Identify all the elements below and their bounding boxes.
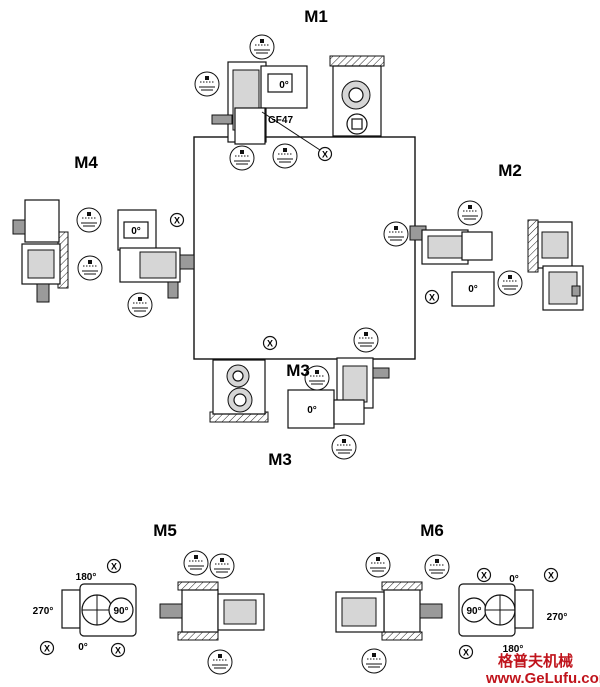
- m6-oil-level-gauge: [365, 552, 391, 578]
- m4-terminal-angle: 0°: [131, 226, 141, 237]
- m6-angle-bottom: 180°: [503, 644, 524, 655]
- m6-angle-right: 270°: [547, 612, 568, 623]
- m1-drain-gauge: [229, 145, 255, 171]
- m2-level-gauge: [497, 270, 523, 296]
- m5-x-left: [39, 640, 55, 656]
- m1-terminal-x: [317, 146, 333, 162]
- m3-terminal-x: [262, 335, 278, 351]
- m3-gear-unit-side: [209, 359, 269, 423]
- m5-angle-right: 90°: [113, 606, 128, 617]
- m3-gearmotor: [287, 357, 390, 429]
- m6-gearmotor-front: [458, 583, 534, 637]
- m2-gear-unit-side: [527, 219, 584, 311]
- m6-gearmotor-side: [335, 581, 443, 641]
- m6-level-gauge: [361, 648, 387, 674]
- m2-gearmotor: [409, 225, 495, 307]
- m5-gearmotor-side: [159, 581, 265, 641]
- m6-breather-gauge: [424, 554, 450, 580]
- m6-x-right: [543, 567, 559, 583]
- label-m2: M2: [498, 161, 522, 180]
- m1-gearmotor: [211, 61, 321, 151]
- m2-terminal-angle: 0°: [468, 284, 478, 295]
- m4-gear-unit-side: [12, 199, 69, 303]
- m4-level-gauge: [127, 292, 153, 318]
- m5-angle-top: 180°: [76, 572, 97, 583]
- label-m1: M1: [304, 7, 328, 26]
- m1-gear-unit-side: [329, 55, 385, 137]
- m4-gearmotor: [117, 209, 195, 299]
- m1-level-gauge: [272, 143, 298, 169]
- m2-terminal-x: [424, 289, 440, 305]
- m3-oil-level-gauge: [353, 327, 379, 353]
- m6-x-top: [476, 567, 492, 583]
- model-label: GF47: [268, 115, 293, 126]
- m5-breather-gauge: [209, 553, 235, 579]
- m3-level-gauge: [331, 434, 357, 460]
- m1-oil-level-gauge: [249, 34, 275, 60]
- watermark-cn: 格普夫机械: [498, 652, 573, 670]
- m6-angle-top: 0°: [509, 574, 519, 585]
- m6-x-bottom: [458, 644, 474, 660]
- m4-oil-level-gauge: [76, 207, 102, 233]
- m2-breather-gauge: [383, 221, 409, 247]
- watermark-url: www.GeLufu.com: [485, 670, 600, 687]
- m3-terminal-angle: 0°: [307, 405, 317, 416]
- m2-oil-level-gauge: [457, 200, 483, 226]
- m4-breather-gauge: [77, 255, 103, 281]
- m5-gearmotor-front: [61, 583, 137, 637]
- m5-oil-level-gauge: [183, 550, 209, 576]
- mounting-frame: [193, 136, 416, 360]
- m4-terminal-x: [169, 212, 185, 228]
- label-m5: M5: [153, 521, 177, 540]
- m5-level-gauge: [207, 649, 233, 675]
- m1-terminal-angle: 0°: [279, 80, 289, 91]
- label-m3: M3: [268, 450, 292, 469]
- m5-angle-bottom: 0°: [78, 642, 88, 653]
- label-m4: M4: [74, 153, 98, 172]
- m5-x-bottom: [110, 642, 126, 658]
- m5-angle-left: 270°: [33, 606, 54, 617]
- label-m3-overlay: M3: [286, 361, 310, 380]
- m6-angle-left: 90°: [466, 606, 481, 617]
- m5-x-top: [106, 558, 122, 574]
- label-m6: M6: [420, 521, 444, 540]
- m1-breather-gauge: [194, 71, 220, 97]
